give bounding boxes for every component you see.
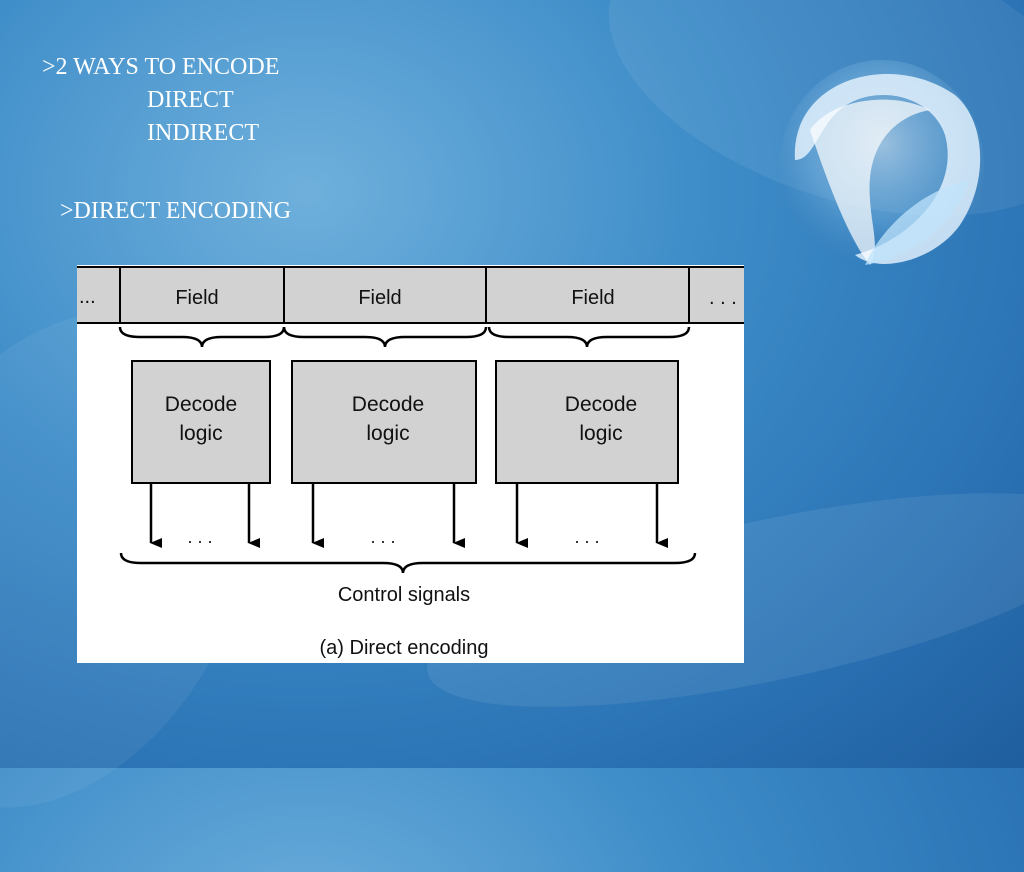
list-item-direct: DIRECT (147, 87, 234, 113)
signal-ellipsis: . . . (187, 527, 212, 547)
decode-logic-label: Decode (165, 393, 237, 416)
decode-logic-box (131, 360, 271, 484)
left-ellipsis-label: ... (79, 286, 96, 308)
direct-encoding-figure: ... Field Field Field . . . Decode logic… (77, 265, 744, 663)
right-ellipsis-label: . . . (709, 287, 737, 309)
decode-logic-label: logic (179, 422, 222, 445)
control-signals-brace (119, 552, 697, 574)
control-signals-label: Control signals (338, 584, 470, 606)
field-brace (282, 326, 488, 348)
slide-heading: >2 WAYS TO ENCODE (42, 54, 280, 80)
figure-caption: (a) Direct encoding (320, 637, 489, 659)
field-row (77, 267, 744, 323)
signal-ellipsis: . . . (574, 527, 599, 547)
direct-encoding-diagram: ... Field Field Field . . . Decode logic… (77, 266, 744, 659)
decode-logic-label: Decode (352, 393, 424, 416)
swirl-logo-icon (780, 60, 984, 270)
decode-logic-label: Decode (565, 393, 637, 416)
list-item-indirect: INDIRECT (147, 120, 259, 146)
slide-subheading: >DIRECT ENCODING (60, 198, 292, 224)
field-brace (487, 326, 691, 348)
field-brace (118, 326, 286, 348)
decode-logic-box (291, 360, 477, 484)
field-label: Field (358, 287, 401, 309)
field-label: Field (571, 287, 614, 309)
field-label: Field (175, 287, 218, 309)
signal-ellipsis: . . . (370, 527, 395, 547)
decode-logic-box (495, 360, 679, 484)
decode-logic-label: logic (579, 422, 622, 445)
decode-logic-label: logic (366, 422, 409, 445)
